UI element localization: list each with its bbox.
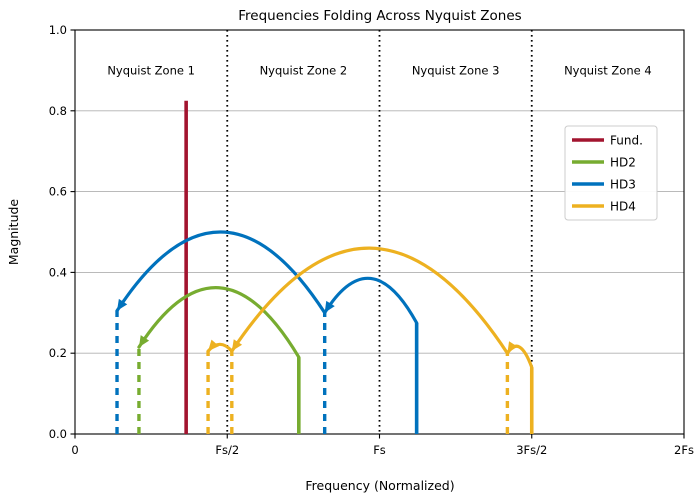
- folding-arc: [137, 286, 301, 359]
- fold-arrowhead: [231, 339, 243, 352]
- x-tick-label: 3Fs/2: [516, 443, 547, 457]
- nyquist-zone-label: Nyquist Zone 3: [412, 63, 500, 77]
- x-tick-label: Fs: [373, 443, 386, 457]
- series-hd4: [206, 246, 534, 434]
- fold-arrowhead: [324, 300, 335, 313]
- y-tick-label: 0.8: [49, 104, 67, 118]
- legend-label: HD3: [610, 178, 636, 192]
- y-tick-label: 0.2: [49, 346, 67, 360]
- legend-label: Fund.: [610, 134, 643, 148]
- fold-arrowhead: [117, 298, 128, 311]
- series-hd2: [137, 286, 301, 434]
- nyquist-zone-boundaries: [226, 30, 533, 434]
- x-axis-label: Frequency (Normalized): [305, 478, 454, 493]
- legend-box: [564, 125, 658, 221]
- x-tick-label: Fs/2: [215, 443, 239, 457]
- y-tick-label: 0.6: [49, 185, 67, 199]
- x-tick-label: 0: [71, 443, 78, 457]
- y-tick-label: 0.0: [49, 427, 67, 441]
- nyquist-zone-label: Nyquist Zone 4: [564, 63, 652, 77]
- series-hd3: [115, 230, 419, 434]
- y-tick-label: 0.4: [49, 265, 67, 279]
- nyquist-zone-label: Nyquist Zone 2: [260, 63, 348, 77]
- chart-title: Frequencies Folding Across Nyquist Zones: [238, 8, 521, 24]
- folding-arc: [323, 276, 419, 325]
- harmonic-series-group: [115, 100, 534, 434]
- nyquist-zone-label: Nyquist Zone 1: [107, 63, 195, 77]
- legend-label: HD2: [610, 156, 636, 170]
- fold-arrowhead: [507, 341, 518, 354]
- y-axis-ticks: 0.0 0.2 0.4 0.6 0.8 1.0: [49, 23, 75, 441]
- y-axis-label: Magnitude: [6, 199, 21, 266]
- fold-arrowhead: [208, 339, 220, 352]
- nyquist-zone-labels: Nyquist Zone 1 Nyquist Zone 2 Nyquist Zone…: [107, 63, 651, 77]
- y-tick-label: 1.0: [49, 23, 67, 37]
- x-tick-label: 2Fs: [674, 443, 694, 457]
- folding-arc: [230, 246, 509, 355]
- fold-arrowhead: [138, 335, 150, 348]
- legend-label: HD4: [610, 200, 636, 214]
- x-axis-ticks: 0 Fs/2 Fs 3Fs/2 2Fs: [71, 434, 694, 457]
